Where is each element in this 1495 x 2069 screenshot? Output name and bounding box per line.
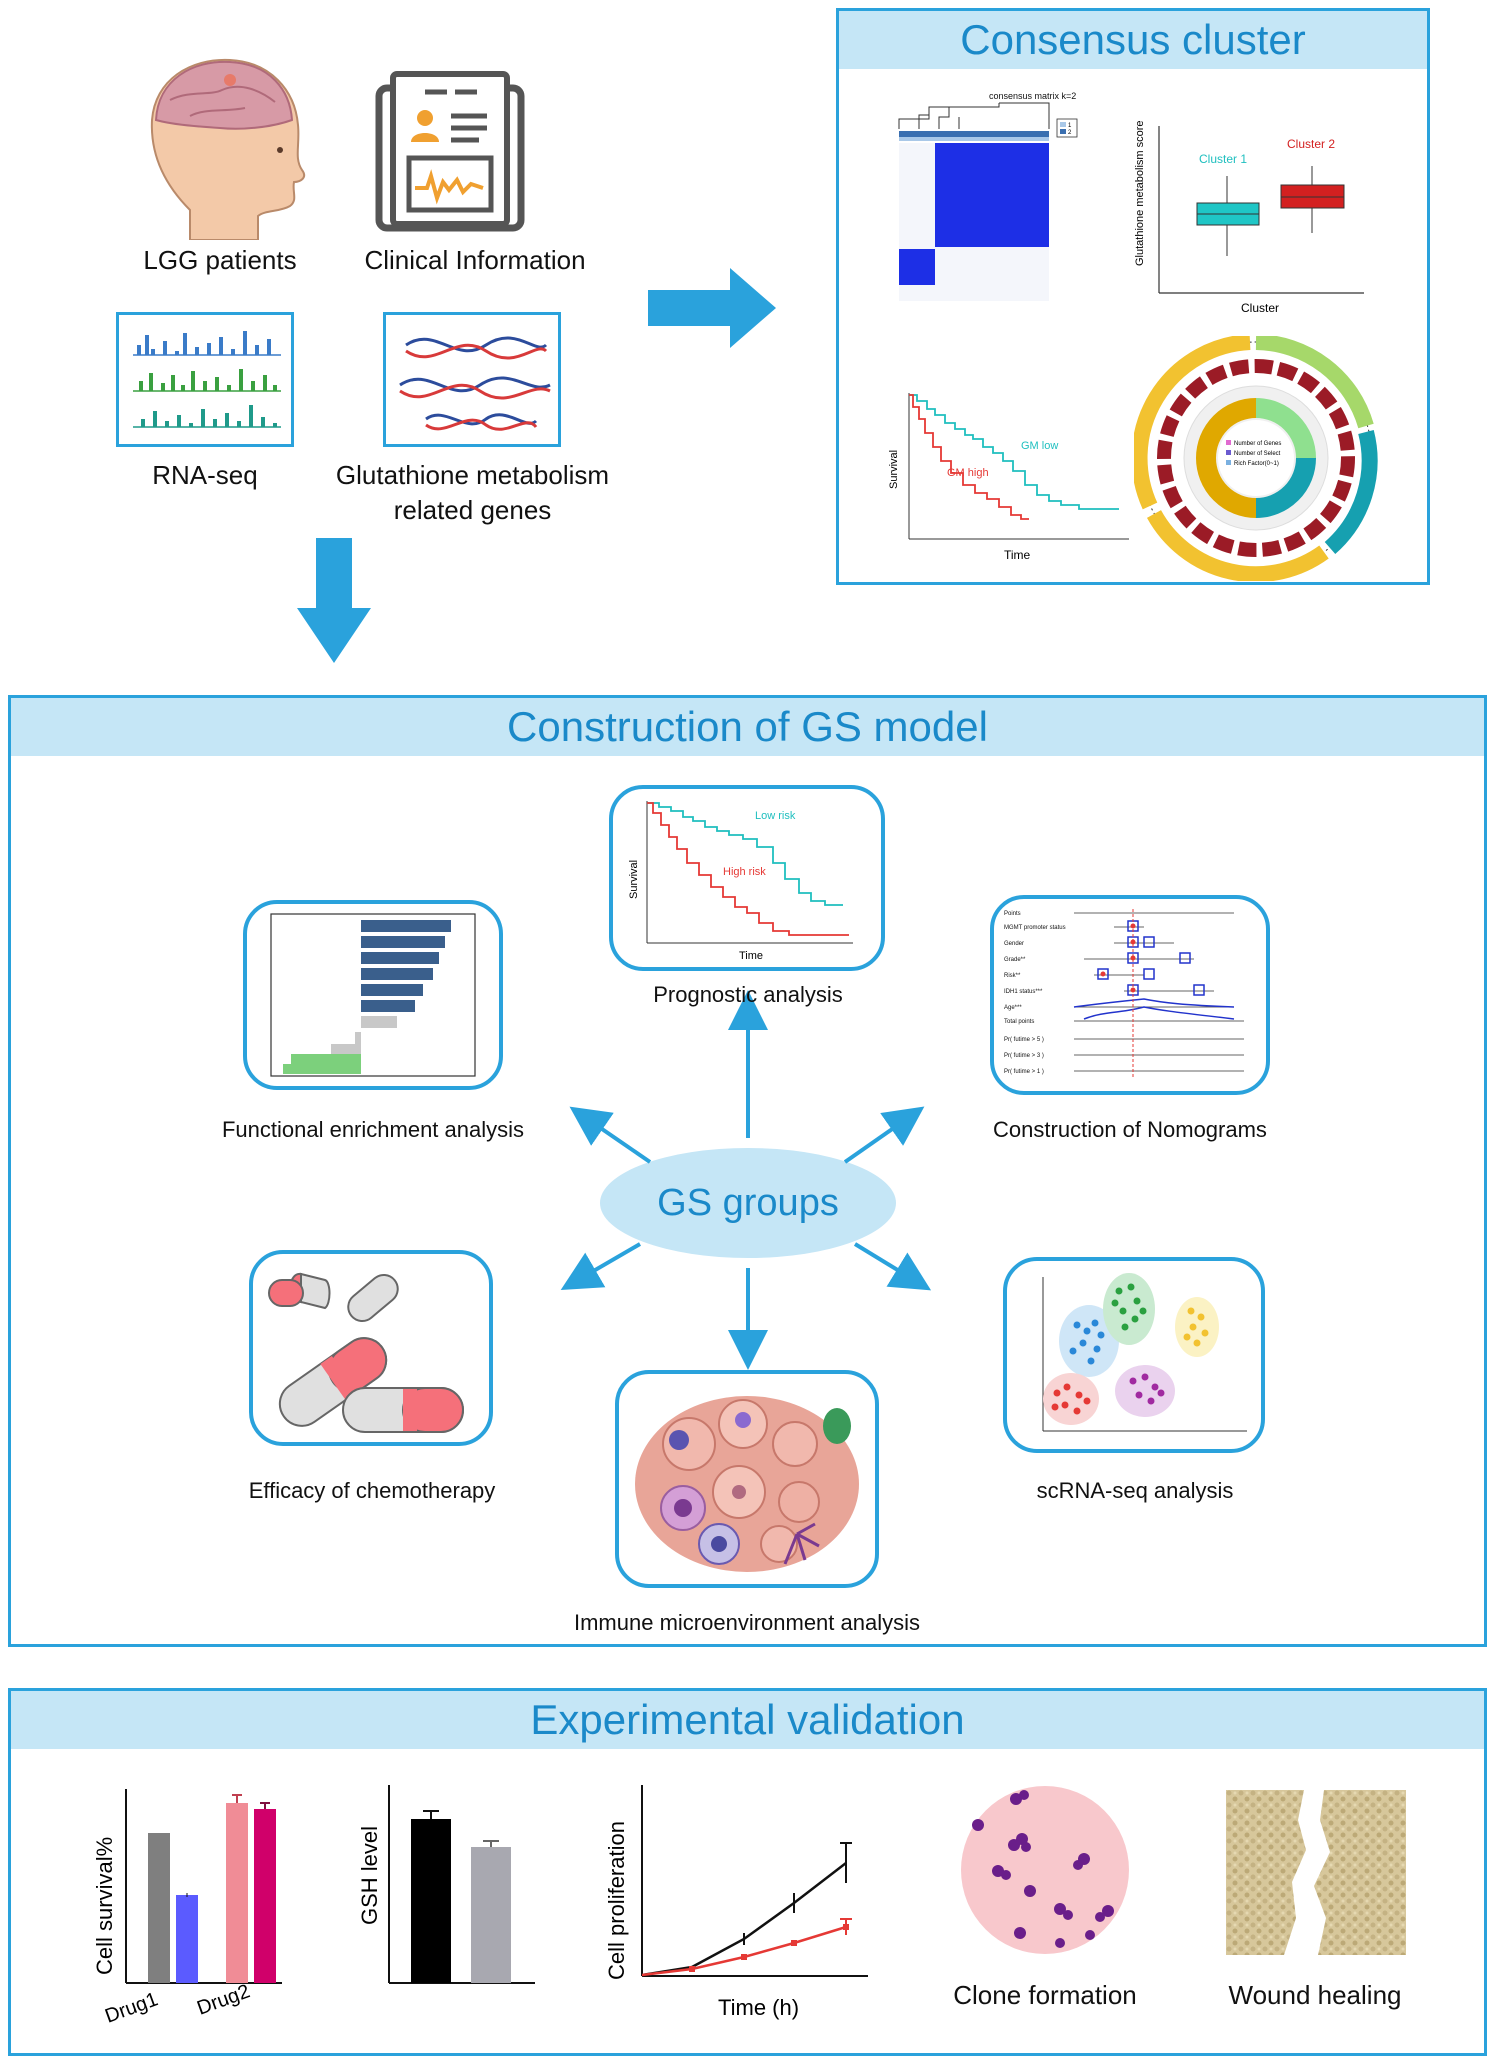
consensus-matrix-heatmap: consensus matrix k=2 1 2 xyxy=(889,89,1129,303)
matrix-title: consensus matrix k=2 xyxy=(989,91,1076,101)
chemo-label: Efficacy of chemotherapy xyxy=(248,1478,496,1503)
functional-card xyxy=(243,900,503,1090)
validation-title: Experimental validation xyxy=(11,1691,1484,1749)
chemo-card xyxy=(249,1250,493,1446)
cluster2-label: Cluster 2 xyxy=(1287,137,1335,151)
patient-head-illustration xyxy=(130,50,310,241)
km-low-label: GM low xyxy=(1021,440,1058,452)
immune-card xyxy=(615,1370,879,1588)
tumor-cells-illustration xyxy=(635,1396,859,1572)
lgg-patients-label: LGG patients xyxy=(143,245,297,275)
boxplot-xlabel: Cluster xyxy=(1241,301,1279,315)
gs-model-title: Construction of GS model xyxy=(11,698,1484,756)
nomo-row-4: Risk** xyxy=(1004,973,1021,979)
cell-prolif-ylabel: Cell proliferation xyxy=(604,1821,629,1980)
nomogram-label: Construction of Nomograms xyxy=(993,1117,1267,1142)
bar-drug2-ctrl xyxy=(226,1803,248,1983)
bar-drug2-treat xyxy=(254,1809,276,1983)
gsh-genes-label-line1: Glutathione metabolism xyxy=(335,460,610,490)
arrow-down-icon xyxy=(297,538,371,663)
prog-high-label: High risk xyxy=(723,866,766,878)
km-high-label: GM high xyxy=(947,467,989,479)
scrna-label: scRNA-seq analysis xyxy=(1036,1478,1234,1503)
gsh-level-ylabel: GSH level xyxy=(357,1826,382,1925)
cell-survival-chart: Cell survival% Drug1 Drug2 xyxy=(82,1775,312,2045)
bar-gsh-1 xyxy=(411,1819,451,1983)
bar-drug1-treat xyxy=(176,1895,198,1983)
time-h-xlabel: Time (h) xyxy=(718,1995,799,2020)
gsh-genes-box xyxy=(383,312,561,447)
nomo-row-6: Age*** xyxy=(1004,1005,1022,1011)
wound-healing-image xyxy=(1226,1790,1406,1955)
nomo-row-0: Points xyxy=(1004,911,1021,917)
nomo-row-8: Pr( futime > 5 ) xyxy=(1004,1037,1044,1043)
prog-low-label: Low risk xyxy=(755,810,796,822)
cluster1-label: Cluster 1 xyxy=(1199,152,1247,166)
wound-healing-label: Wound healing xyxy=(1228,1980,1402,2010)
prognostic-card: Survival Time Low risk High risk xyxy=(609,785,885,971)
consensus-cluster-panel: Consensus cluster consensus matrix k=2 1… xyxy=(836,8,1430,585)
prog-km-xlabel: Time xyxy=(739,950,763,962)
boxplot-ylabel: Glutathione metabolism score xyxy=(1134,120,1146,266)
rnaseq-label: RNA-seq xyxy=(152,460,258,490)
circ-legend-3: Rich Factor(0~1) xyxy=(1234,461,1279,467)
prog-km-ylabel: Survival xyxy=(628,860,640,899)
nomo-row-9: Pr( futime > 3 ) xyxy=(1004,1053,1044,1059)
nomo-row-5: IDH1 status*** xyxy=(1004,989,1043,995)
drug1-label: Drug1 xyxy=(102,1988,161,2027)
matrix-legend-2: 2 xyxy=(1068,130,1072,136)
nomo-row-1: MGMT promoter status xyxy=(1004,925,1066,931)
nomo-row-3: Grade** xyxy=(1004,957,1026,963)
nomo-row-2: Gender xyxy=(1004,941,1024,947)
cell-survival-ylabel: Cell survival% xyxy=(92,1837,117,1975)
consensus-cluster-title: Consensus cluster xyxy=(839,11,1427,69)
km-xlabel: Time xyxy=(1004,548,1031,562)
circ-legend-1: Number of Genes xyxy=(1234,441,1281,447)
cluster-boxplot: Glutathione metabolism score Cluster Clu… xyxy=(1129,116,1379,316)
gsh-level-chart: GSH level xyxy=(345,1775,545,1995)
clinical-document-icon xyxy=(375,70,525,235)
clone-formation-label: Clone formation xyxy=(953,1980,1137,2010)
consensus-km-plot: Survival Time GM low GM high xyxy=(879,389,1149,569)
prognostic-label: Prognostic analysis xyxy=(653,982,843,1007)
drug2-label: Drug2 xyxy=(194,1980,253,2019)
arrow-right-icon xyxy=(648,268,776,348)
dna-strands-icon xyxy=(399,336,551,431)
clone-formation-dish xyxy=(960,1785,1130,1955)
rnaseq-box xyxy=(116,312,294,447)
matrix-legend-1: 1 xyxy=(1068,123,1072,129)
gs-groups-label: GS groups xyxy=(657,1182,839,1224)
gsh-genes-label-line2: related genes xyxy=(393,495,552,525)
circ-legend-2: Number of Select xyxy=(1234,451,1281,457)
circular-enrichment-plot: Number of Genes Number of Select Rich Fa… xyxy=(1131,334,1379,583)
bar-gsh-2 xyxy=(471,1847,511,1983)
nomo-row-7: Total points xyxy=(1004,1019,1034,1025)
nomo-row-10: Pr( futime > 1 ) xyxy=(1004,1069,1044,1075)
cell-proliferation-chart: Cell proliferation Time (h) xyxy=(598,1775,898,2035)
immune-label: Immune microenvironment analysis xyxy=(573,1610,921,1635)
bar-drug1-ctrl xyxy=(148,1833,170,1983)
rnaseq-tracks xyxy=(133,331,281,428)
gs-groups-ellipse: GS groups xyxy=(600,1148,896,1258)
nomogram-card: Points MGMT promoter status Gender Grade… xyxy=(990,895,1270,1095)
scrna-card xyxy=(1003,1257,1265,1453)
functional-label: Functional enrichment analysis xyxy=(221,1117,525,1142)
clinical-information-label: Clinical Information xyxy=(364,245,586,275)
km-ylabel: Survival xyxy=(888,450,900,489)
pill-capsules-icon xyxy=(268,1272,464,1433)
